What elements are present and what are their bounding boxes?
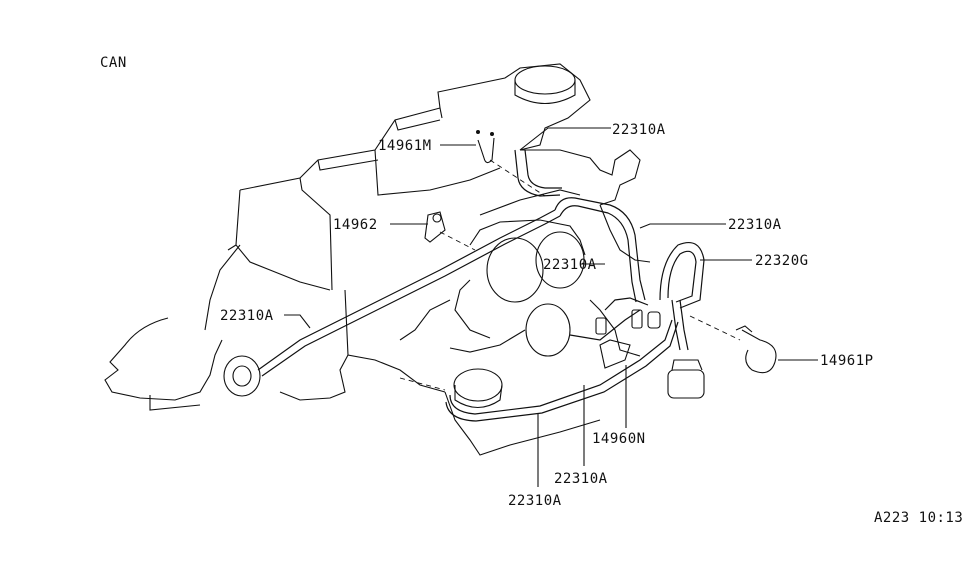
engine-drawing: [104, 63, 777, 456]
callout-22310A-bottom: 22310A: [508, 493, 562, 509]
figure-code: A223 10:13: [874, 510, 963, 526]
callout-22320G: 22320G: [755, 253, 809, 269]
callout-14961M: 14961M: [378, 138, 432, 154]
leader-lines: [284, 127, 818, 487]
callout-14962: 14962: [333, 217, 378, 233]
callout-22310A-upper-right: 22310A: [728, 217, 782, 233]
callout-22310A-lower: 22310A: [554, 471, 608, 487]
callout-22310A-left: 22310A: [220, 308, 274, 324]
callout-22310A-center: 22310A: [543, 257, 597, 273]
callout-14960N: 14960N: [592, 431, 646, 447]
callout-22310A-top: 22310A: [612, 122, 666, 138]
hose-routing: [257, 149, 705, 422]
region-label: CAN: [100, 55, 127, 71]
guide-lines: [399, 159, 741, 391]
callout-14961P: 14961P: [820, 353, 874, 369]
